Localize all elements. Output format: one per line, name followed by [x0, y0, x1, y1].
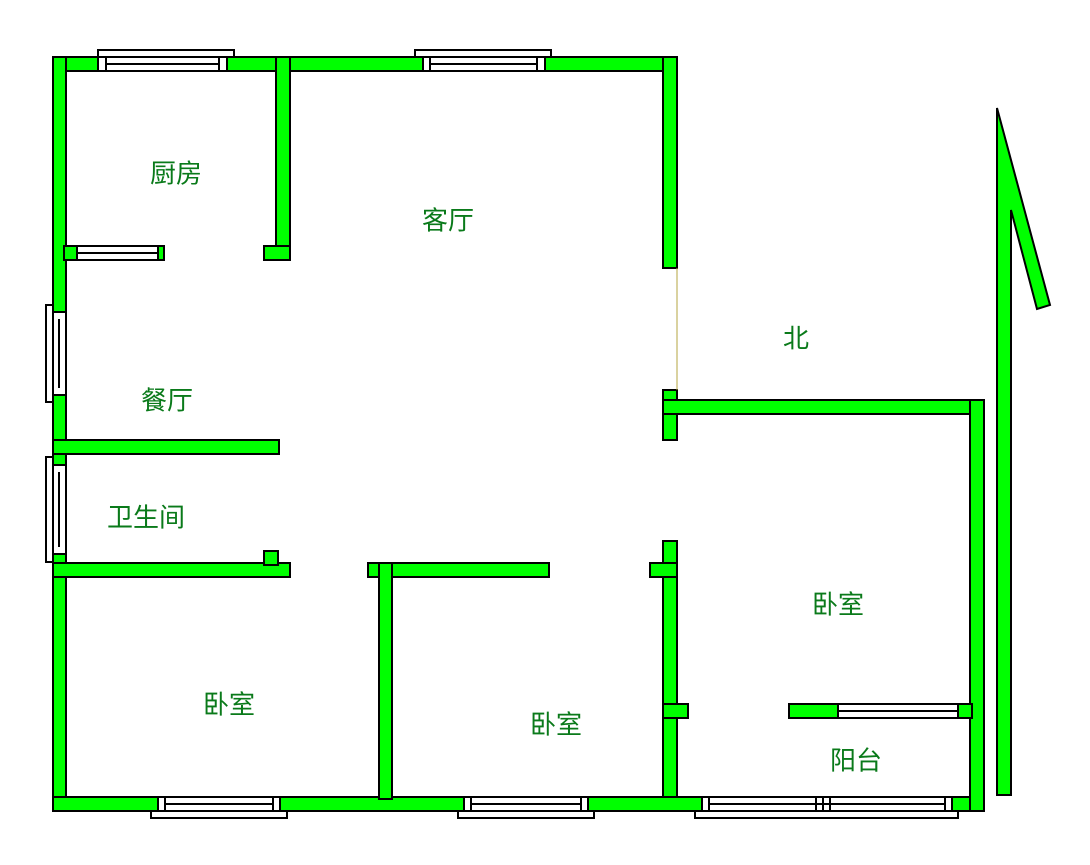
wall-mid-bedroom-left: [378, 562, 393, 800]
wall-living-right-1: [662, 56, 678, 269]
wall-left-1: [52, 56, 67, 313]
wall-dining-bottom: [52, 439, 280, 455]
wall-bottom-3: [587, 796, 703, 812]
wall-top-right: [544, 56, 678, 72]
windows: [45, 49, 959, 819]
window-living-top: [414, 49, 552, 72]
wall-bottom-1: [52, 796, 159, 812]
label-north: 北: [783, 325, 809, 355]
wall-right-bedroom-right: [969, 399, 985, 812]
wall-mid-bedroom-top: [367, 562, 550, 578]
window-bottom-mid: [457, 796, 595, 819]
label-kitchen: 厨房: [150, 160, 202, 190]
wall-right-stub-1: [649, 562, 678, 578]
label-bedroom-left: 卧室: [203, 691, 255, 721]
label-dining-room: 餐厅: [141, 387, 193, 417]
wall-left-3: [52, 553, 67, 812]
label-bathroom: 卫生间: [107, 504, 185, 534]
window-kitchen-top: [97, 49, 235, 72]
wall-right-stub-2: [662, 703, 689, 719]
wall-right-bedroom-top: [662, 399, 985, 415]
wall-bath-bottom: [52, 562, 291, 578]
wall-bath-stub: [263, 550, 279, 566]
wall-kitchen-stub: [263, 245, 291, 261]
room-labels: 厨房 客厅 北 餐厅 卫生间 卧室 卧室 卧室 阳台: [107, 160, 882, 777]
label-living-room: 客厅: [422, 207, 474, 237]
window-dining-left: [45, 304, 67, 403]
window-bath-left: [45, 456, 67, 563]
wall-top-mid: [225, 56, 424, 72]
wall-balcony-a: [788, 703, 839, 719]
wall-bottom-2: [279, 796, 465, 812]
wall-kitchen-right: [275, 56, 291, 261]
window-bottom-balcony: [694, 796, 959, 819]
window-bottom-left: [150, 796, 288, 819]
window-balcony-inner: [837, 703, 959, 719]
window-kitchen-inner: [76, 245, 159, 261]
label-balcony: 阳台: [830, 747, 882, 777]
wall-kitchen-bottom-a: [63, 245, 78, 261]
wall-balcony-b: [957, 703, 973, 719]
wall-living-right-3: [662, 540, 678, 798]
label-bedroom-middle: 卧室: [530, 711, 582, 741]
north-arrow-icon: [996, 107, 1052, 796]
label-bedroom-right: 卧室: [812, 591, 864, 621]
